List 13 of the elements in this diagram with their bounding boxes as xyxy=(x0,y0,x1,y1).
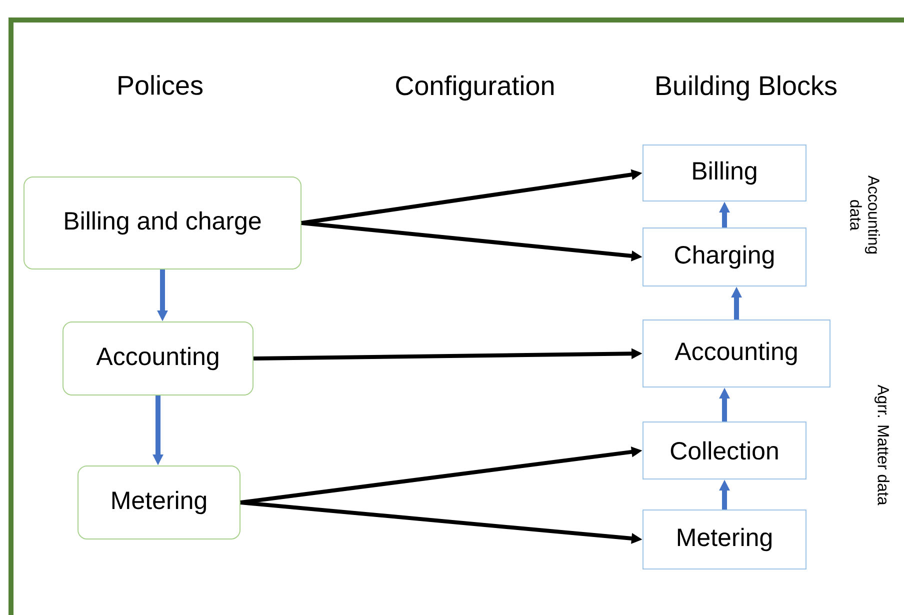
column-heading: Configuration xyxy=(396,75,554,101)
side-label: Accounting data xyxy=(850,175,880,254)
column-heading: Building Blocks xyxy=(656,75,837,101)
column-heading: Polices xyxy=(118,75,203,95)
side-label: Agrr. Matter data xyxy=(874,384,890,506)
policy-box: Metering xyxy=(78,466,240,540)
building-block-box: Accounting xyxy=(642,320,830,388)
building-block-box: Billing xyxy=(642,144,806,202)
policy-box: Accounting xyxy=(62,322,254,396)
building-block-box: Charging xyxy=(642,228,806,286)
policy-box: Billing and charge xyxy=(24,176,302,270)
building-block-box: Metering xyxy=(642,510,806,570)
building-block-box: Collection xyxy=(642,422,806,480)
